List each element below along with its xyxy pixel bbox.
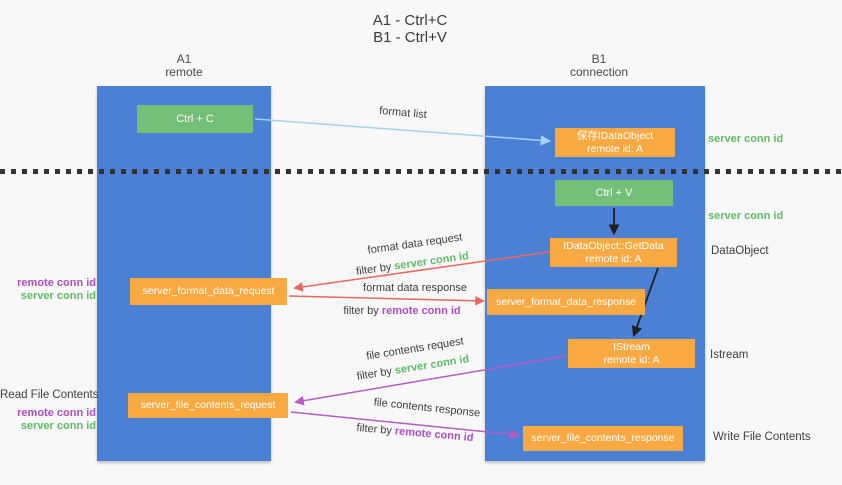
- right-label-write-file-contents: Write File Contents: [713, 431, 811, 443]
- lane-a1-name: A1: [176, 52, 192, 66]
- node-ctrl-c-label: Ctrl + C: [176, 112, 214, 125]
- lane-header-b1: B1 connection: [524, 53, 674, 79]
- diagram-title: A1 - Ctrl+C B1 - Ctrl+V: [310, 12, 510, 46]
- lane-header-a1: A1 remote: [109, 53, 259, 79]
- lane-b1-name: B1: [591, 52, 607, 66]
- node-istream-line2: remote id: A: [603, 353, 660, 366]
- lane-a1-role: remote: [165, 65, 203, 79]
- arrow-format-data-response: [288, 295, 485, 306]
- filter-by-text: filter by: [343, 305, 379, 317]
- node-ctrl-v: Ctrl + V: [555, 180, 673, 206]
- left-label-server-conn-id-1: server conn id: [20, 290, 96, 302]
- node-server-file-contents-response: server_file_contents_response: [523, 426, 683, 451]
- node-getdata-line2: remote id: A: [585, 252, 642, 265]
- node-ctrl-v-label: Ctrl + V: [595, 186, 633, 199]
- left-label-read-file-contents: Read File Contents: [0, 389, 99, 401]
- edge-label-format-list: format list: [378, 104, 428, 122]
- node-server-format-data-request-label: server_format_data_request: [142, 285, 275, 297]
- right-label-server-conn-id-1: server conn id: [708, 133, 784, 145]
- left-label-remote-conn-id-2: remote conn id: [17, 407, 96, 419]
- right-label-dataobject: DataObject: [711, 245, 769, 257]
- remote-conn-id-text: remote conn id: [394, 425, 474, 445]
- node-server-format-data-response: server_format_data_response: [487, 289, 645, 315]
- node-server-format-data-response-label: server_format_data_response: [495, 295, 637, 308]
- node-ctrl-c: Ctrl + C: [137, 105, 253, 133]
- lane-b1-role: connection: [569, 65, 629, 79]
- server-conn-id-text: server conn id: [393, 353, 471, 377]
- edge-label-format-data-response: format data response: [363, 282, 467, 294]
- server-conn-id-text: server conn id: [393, 250, 470, 273]
- filter-by-text: filter by: [355, 365, 393, 383]
- right-label-server-conn-id-2: server conn id: [708, 210, 784, 222]
- dotted-divider: [0, 169, 842, 174]
- node-save-idataobject-line2: remote id: A: [586, 142, 644, 155]
- node-save-idataobject-line1: 保存IDataObject: [576, 130, 654, 142]
- right-label-istream: Istream: [710, 349, 749, 361]
- node-idataobject-getdata: IDataObject::GetData remote id: A: [550, 238, 677, 267]
- node-getdata-line1: IDataObject::GetData: [563, 240, 664, 252]
- title-line-2: B1 - Ctrl+V: [373, 29, 447, 46]
- filter-by-text: filter by: [356, 421, 393, 437]
- edge-label-file-contents-response: file contents response: [373, 396, 481, 420]
- node-server-file-contents-request-label: server_file_contents_request: [140, 399, 276, 411]
- node-save-idataobject: 保存IDataObject remote id: A: [555, 128, 675, 157]
- node-server-file-contents-request: server_file_contents_request: [128, 393, 288, 418]
- left-label-server-conn-id-2: server conn id: [20, 420, 96, 432]
- node-istream: IStream remote id: A: [568, 339, 695, 368]
- title-line-1: A1 - Ctrl+C: [372, 12, 448, 29]
- node-server-file-contents-response-label: server_file_contents_response: [531, 432, 675, 444]
- filter-by-text: filter by: [355, 261, 393, 278]
- node-istream-line1: IStream: [613, 341, 650, 353]
- remote-conn-id-text: remote conn id: [381, 305, 461, 317]
- node-server-format-data-request: server_format_data_request: [130, 278, 287, 305]
- left-label-remote-conn-id-1: remote conn id: [17, 277, 96, 289]
